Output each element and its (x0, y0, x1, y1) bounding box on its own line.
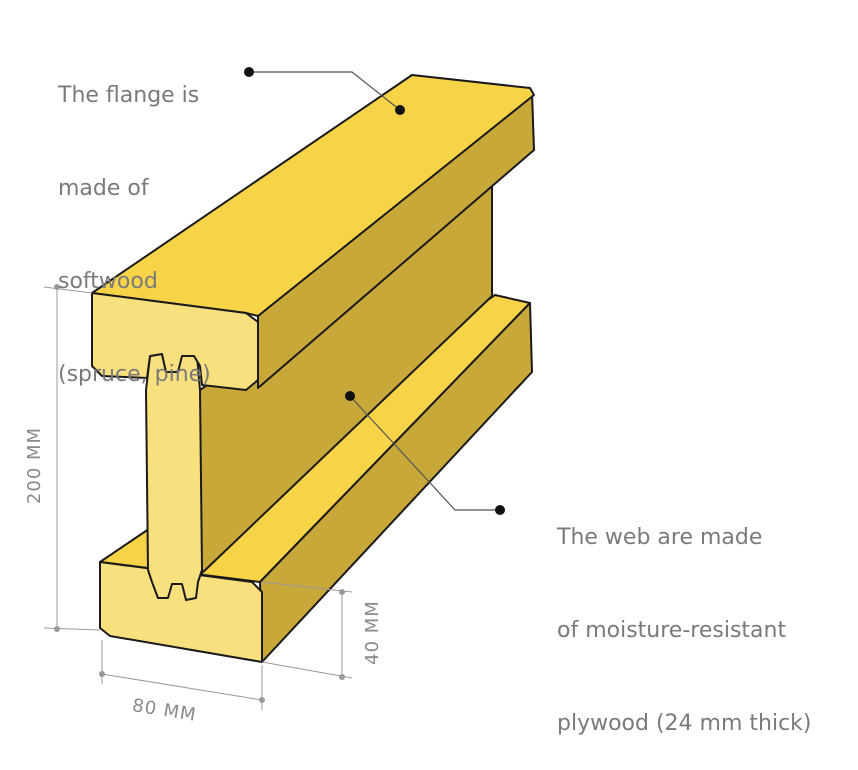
flange-annotation-line: The flange is (58, 83, 200, 108)
web-leader-line (349, 395, 500, 511)
width-dimension-line (101, 673, 263, 701)
web-annotation-line: of moisture-resistant (557, 618, 787, 643)
web-leader-dot (495, 505, 505, 515)
web-annotation: The web are made of moisture-resistant p… (557, 460, 812, 770)
flange-leader-dot (244, 67, 254, 77)
flange-pointer-dot (395, 105, 405, 115)
web-annotation-line: plywood (24 mm thick) (557, 711, 812, 736)
flange-annotation-line: (spruce, pine) (58, 362, 211, 387)
flange-height-dimension-label: 40 MM (361, 600, 383, 665)
web-annotation-line: The web are made (557, 525, 763, 550)
i-beam-illustration (43, 67, 535, 710)
top-flange-end-face (91, 292, 259, 391)
flange-annotation-line: softwood (58, 269, 158, 294)
flange-leader-line (249, 71, 401, 111)
web-pointer-dot (345, 391, 355, 401)
flange-annotation: The flange is made of softwood (spruce, … (58, 18, 211, 421)
height-dimension-label: 200 MM (24, 426, 46, 505)
flange-annotation-line: made of (58, 176, 149, 201)
